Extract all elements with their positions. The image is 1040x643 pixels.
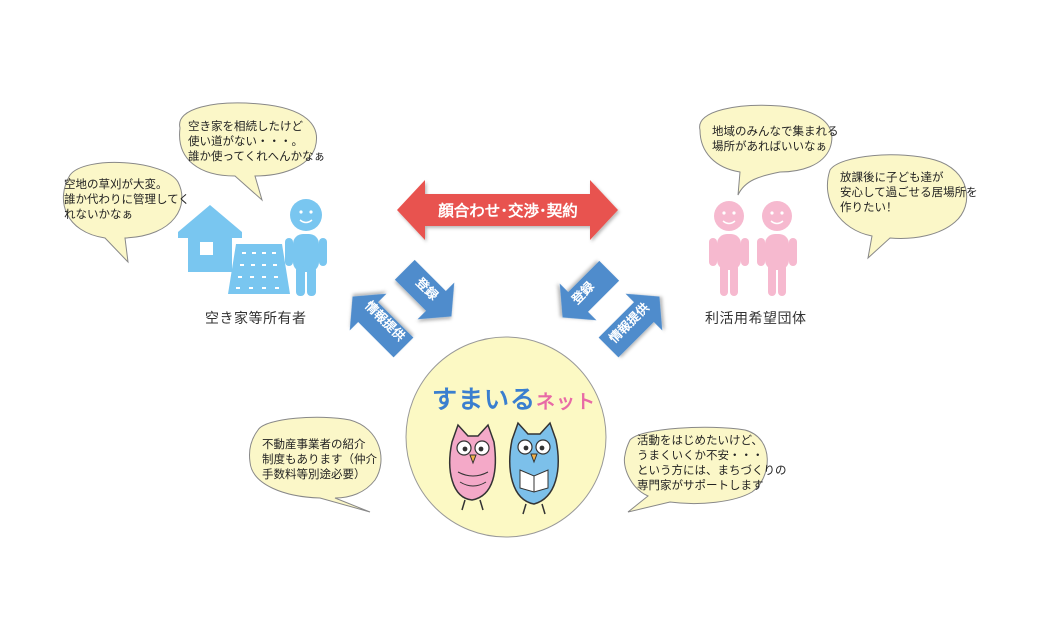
owner-bubble-1 bbox=[62, 161, 183, 264]
owner-bubble-2 bbox=[179, 102, 317, 202]
expert-bubble bbox=[623, 426, 768, 513]
land-plot-icon bbox=[228, 244, 290, 294]
sumairu-net-logo: すまいるネット bbox=[432, 380, 596, 416]
user-person-1-icon bbox=[709, 201, 749, 296]
negotiation-double-arrow bbox=[397, 180, 618, 240]
expert-bubble-text: 活動をはじめたいけど、 うまくいくか不安・・・ という方には、まちづくりの 専門… bbox=[637, 433, 787, 492]
sumairu-net-circle bbox=[405, 336, 607, 538]
user-group-label: 利活用希望団体 bbox=[705, 311, 807, 327]
left-info-arrow bbox=[349, 293, 414, 358]
owner-bubble-1-text: 空地の草刈が大変。 誰か代わりに管理してく れないかなぁ bbox=[64, 177, 190, 221]
user-bubble-2 bbox=[826, 154, 968, 260]
owner-person-icon bbox=[285, 199, 327, 296]
left-register-arrow bbox=[394, 259, 455, 320]
realtor-bubble-text: 不動産事業者の紹介 制度もあります（仲介 手数料等別途必要） bbox=[262, 437, 377, 481]
negotiation-label: 顔合わせ･交渉･契約 bbox=[437, 201, 578, 220]
user-person-2-icon bbox=[757, 201, 797, 296]
right-register-arrow bbox=[559, 260, 620, 321]
pink-owl-icon bbox=[449, 423, 497, 511]
logo-sumairu: すまいる bbox=[432, 385, 537, 414]
right-info-arrow bbox=[598, 293, 663, 358]
logo-net: ネット bbox=[536, 391, 597, 413]
user-bubble-2-text: 放課後に子ども達が 安心して過ごせる居場所を 作りたい！ bbox=[840, 170, 978, 214]
user-bubble-1-text: 地域のみんなで集まれる 場所があればいいなぁ bbox=[712, 124, 839, 153]
house-icon bbox=[178, 205, 242, 272]
owner-group-label: 空き家等所有者 bbox=[205, 311, 307, 327]
owner-bubble-2-text: 空き家を相続したけど 使い道がない・・・。 誰か使ってくれへんかなぁ bbox=[188, 119, 326, 163]
blue-owl-icon bbox=[509, 421, 559, 515]
user-bubble-1 bbox=[699, 104, 833, 196]
realtor-bubble bbox=[249, 416, 382, 513]
